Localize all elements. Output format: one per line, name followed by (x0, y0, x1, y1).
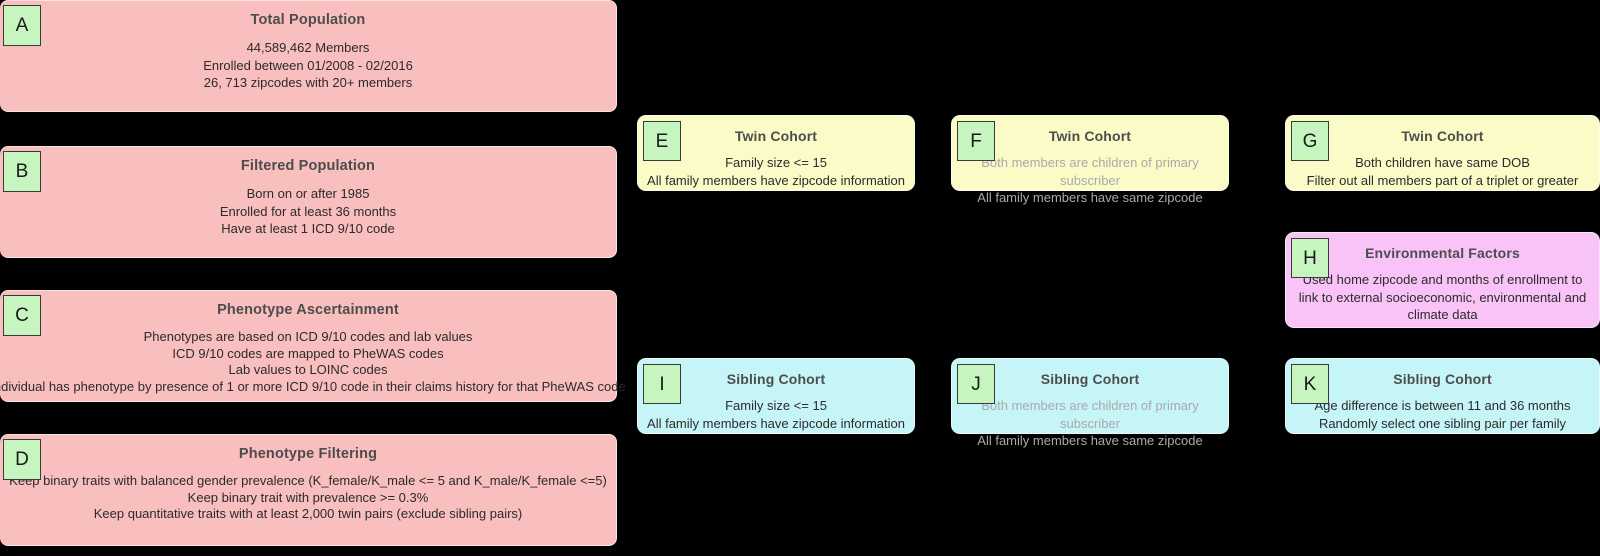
panel-body-twin-cohort-g: Both children have same DOB Filter out a… (1306, 155, 1579, 188)
panel-title-twin-cohort-g: Twin Cohort (1401, 128, 1484, 144)
panel-title-sibling-cohort-i: Sibling Cohort (726, 371, 826, 387)
panel-title-sibling-cohort-k: Sibling Cohort (1393, 371, 1492, 387)
panel-body-sibling-cohort-j: Both members are children of primary sub… (977, 398, 1203, 448)
panel-label-h: H (1291, 238, 1329, 278)
panel-body-sibling-cohort-k: Age difference is between 11 and 36 mont… (1314, 398, 1571, 431)
panel-label-i: I (643, 364, 681, 404)
panel-total-population[interactable]: A Total Population 44,589,462 Members En… (0, 0, 617, 112)
panel-phenotype-ascertainment[interactable]: C Phenotype Ascertainment Phenotypes are… (0, 290, 626, 402)
panel-label-c: C (3, 295, 41, 336)
panel-body-phenotype-ascertainment: Phenotypes are based on ICD 9/10 codes a… (0, 329, 626, 394)
panel-title-phenotype-ascertainment: Phenotype Ascertainment (217, 302, 399, 318)
panel-environmental-factors[interactable]: H Environmental Factors Used home zipcod… (1285, 232, 1600, 328)
panel-title-environmental-factors: Environmental Factors (1365, 245, 1520, 261)
panel-sibling-cohort-i[interactable]: I Sibling Cohort Family size <= 15 All f… (637, 358, 915, 434)
panel-filtered-population[interactable]: B Filtered Population Born on or after 1… (0, 146, 617, 258)
panel-label-j: J (957, 364, 995, 404)
panel-body-total-population: 44,589,462 Members Enrolled between 01/2… (203, 40, 413, 90)
panel-body-twin-cohort-e: Family size <= 15 All family members hav… (647, 155, 905, 188)
panel-twin-cohort-e[interactable]: E Twin Cohort Family size <= 15 All fami… (637, 115, 915, 191)
panel-phenotype-filtering[interactable]: D Phenotype Filtering Keep binary traits… (0, 434, 617, 546)
panel-label-e: E (643, 121, 681, 161)
panel-label-g: G (1291, 121, 1329, 161)
panel-title-phenotype-filtering: Phenotype Filtering (238, 446, 378, 462)
panel-title-filtered-population: Filtered Population (240, 158, 376, 174)
panel-body-sibling-cohort-i: Family size <= 15 All family members hav… (647, 398, 905, 431)
panel-twin-cohort-f[interactable]: F Twin Cohort Both members are children … (951, 115, 1229, 205)
panel-twin-cohort-g[interactable]: G Twin Cohort Both children have same DO… (1285, 115, 1600, 191)
panel-body-twin-cohort-f: Both members are children of primary sub… (977, 155, 1203, 205)
panel-sibling-cohort-k[interactable]: K Sibling Cohort Age difference is betwe… (1285, 358, 1600, 434)
panel-label-a: A (3, 5, 41, 46)
panel-title-sibling-cohort-j: Sibling Cohort (1040, 371, 1140, 387)
panel-title-twin-cohort-f: Twin Cohort (1048, 128, 1132, 144)
panel-body-environmental-factors: Used home zipcode and months of enrollme… (1298, 272, 1587, 322)
panel-label-b: B (3, 151, 41, 192)
panel-body-phenotype-filtering: Keep binary traits with balanced gender … (9, 473, 607, 521)
panel-sibling-cohort-j[interactable]: J Sibling Cohort Both members are childr… (951, 358, 1229, 448)
panel-label-d: D (3, 439, 41, 480)
panel-body-filtered-population: Born on or after 1985 Enrolled for at le… (219, 186, 397, 236)
panel-title-total-population: Total Population (250, 12, 366, 28)
panel-label-k: K (1291, 364, 1329, 404)
panel-title-twin-cohort-e: Twin Cohort (734, 128, 818, 144)
panel-label-f: F (957, 121, 995, 161)
